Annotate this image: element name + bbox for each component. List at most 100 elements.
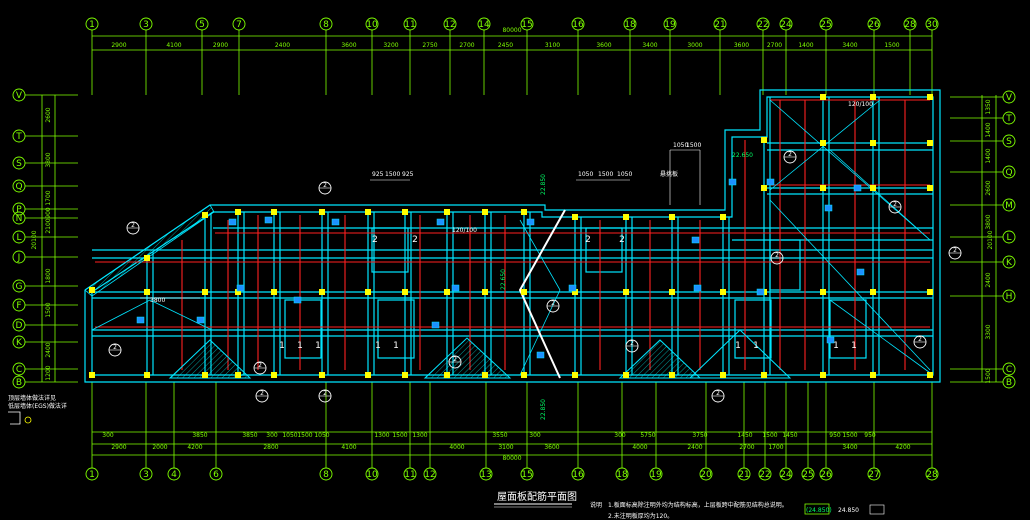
- row-axis-bubble: [1002, 134, 1016, 148]
- bottom-axis-label: 18: [616, 470, 628, 480]
- room-number: 1: [375, 341, 381, 351]
- row-axis-label: T: [15, 132, 22, 142]
- top-axis-bubble: [365, 17, 379, 31]
- column-marker: [402, 289, 408, 295]
- top-axis-bubble: [756, 17, 770, 31]
- bottom-axis-label: 4: [171, 470, 177, 480]
- level-right: 22.650: [732, 152, 753, 159]
- bottom-dim-a-label: 1500: [297, 432, 312, 439]
- row-axis-label: V: [16, 91, 23, 101]
- blue-tag: [536, 351, 545, 359]
- bottom-axis-bubble: [85, 467, 99, 481]
- blue-tag: [264, 216, 273, 224]
- top-dim-label: 2750: [422, 42, 437, 49]
- column-marker: [669, 214, 675, 220]
- bottom-axis-label: 22: [759, 470, 770, 480]
- column-marker: [202, 212, 208, 218]
- column-marker: [927, 372, 933, 378]
- row-axis-label: N: [16, 214, 23, 224]
- column-marker: [365, 289, 371, 295]
- top-axis-label: 24: [780, 20, 792, 30]
- top-axis-label: 15: [521, 20, 532, 30]
- bottom-axis-bubble: [479, 467, 493, 481]
- section-number: 2: [323, 182, 327, 189]
- bottom-axis-bubble: [615, 467, 629, 481]
- column-marker: [235, 372, 241, 378]
- bottom-dim-b-label: 3100: [498, 444, 513, 451]
- column-marker: [870, 372, 876, 378]
- top-axis-label: 1: [89, 20, 95, 30]
- top-axis-label: 14: [478, 20, 490, 30]
- row-axis-bubble: [12, 318, 26, 332]
- top-axis-label: 12: [444, 20, 455, 30]
- left-note: 顶层墙体做法详见 低层墙体(EGS)做法详: [8, 394, 67, 425]
- row-axis-bubble: [12, 129, 26, 143]
- column-marker: [319, 372, 325, 378]
- bottom-dim-b-label: 4200: [895, 444, 910, 451]
- column-marker: [623, 289, 629, 295]
- top-dim-label: 1400: [798, 42, 813, 49]
- blue-tag: [766, 178, 775, 186]
- bottom-dim-a-label: 950: [864, 432, 876, 439]
- room-number: 2: [412, 235, 418, 245]
- blue-tag: [568, 284, 577, 292]
- bottom-axis-label: 15: [521, 470, 532, 480]
- section-number: 2: [788, 151, 792, 158]
- section-number: 2: [630, 340, 634, 347]
- section-number: 2: [131, 222, 135, 229]
- row-axis-label: B: [16, 378, 22, 388]
- bottom-axis-bubble: [649, 467, 663, 481]
- blue-tag: [824, 204, 833, 212]
- bottom-dim-a-label: 3750: [692, 432, 707, 439]
- column-marker: [761, 185, 767, 191]
- column-marker: [820, 289, 826, 295]
- room-number: 2: [619, 235, 625, 245]
- top-axis-bubble: [232, 17, 246, 31]
- bottom-axis-label: 21: [738, 470, 749, 480]
- right-dim-label: 1350: [985, 99, 992, 114]
- bottom-dim-b-label: 2700: [739, 444, 754, 451]
- top-dimension-lines: 80000: [92, 27, 932, 51]
- bottom-dim-a-label: 1450: [737, 432, 752, 439]
- section-number: 2: [918, 336, 922, 343]
- top-axis-label: 30: [926, 20, 938, 30]
- left-note-a: 顶层墙体做法详见: [8, 394, 56, 402]
- bottom-axis-bubble: [737, 467, 751, 481]
- column-marker: [820, 140, 826, 146]
- row-axis-label: Q: [1005, 168, 1012, 178]
- column-marker: [89, 372, 95, 378]
- column-marker: [271, 372, 277, 378]
- bottom-dim-b-label: 3400: [842, 444, 857, 451]
- right-small-dim-b: 1500: [686, 142, 701, 149]
- top-axis-label: 7: [236, 20, 242, 30]
- top-dim-label: 4100: [166, 42, 181, 49]
- section-number: 2: [775, 252, 779, 259]
- column-marker: [482, 372, 488, 378]
- blue-tag: [856, 268, 865, 276]
- column-marker: [144, 372, 150, 378]
- row-axis-label: S: [1006, 137, 1012, 147]
- right-total-dim: 20100: [987, 230, 994, 249]
- bottom-dim-a-label: 950: [829, 432, 841, 439]
- left-dim-label: 900: [45, 207, 52, 219]
- column-marker: [927, 140, 933, 146]
- bottom-axis-label: 20: [700, 470, 712, 480]
- section-number: 2: [260, 390, 264, 397]
- blue-tag: [451, 284, 460, 292]
- left-dim-label: 1800: [45, 268, 52, 283]
- bottom-axis-label: 10: [366, 470, 378, 480]
- room-number: 1: [735, 341, 741, 351]
- section-number: 2: [258, 362, 262, 369]
- bottom-dim-b-label: 4100: [341, 444, 356, 451]
- blue-tag: [691, 236, 700, 244]
- row-axis-label: D: [16, 321, 23, 331]
- bottom-axis-bubble: [925, 467, 939, 481]
- row-axis-bubble: [1002, 289, 1016, 303]
- blue-tag: [331, 218, 340, 226]
- level-top: 22.850: [540, 174, 547, 195]
- top-axis-bubble: [403, 17, 417, 31]
